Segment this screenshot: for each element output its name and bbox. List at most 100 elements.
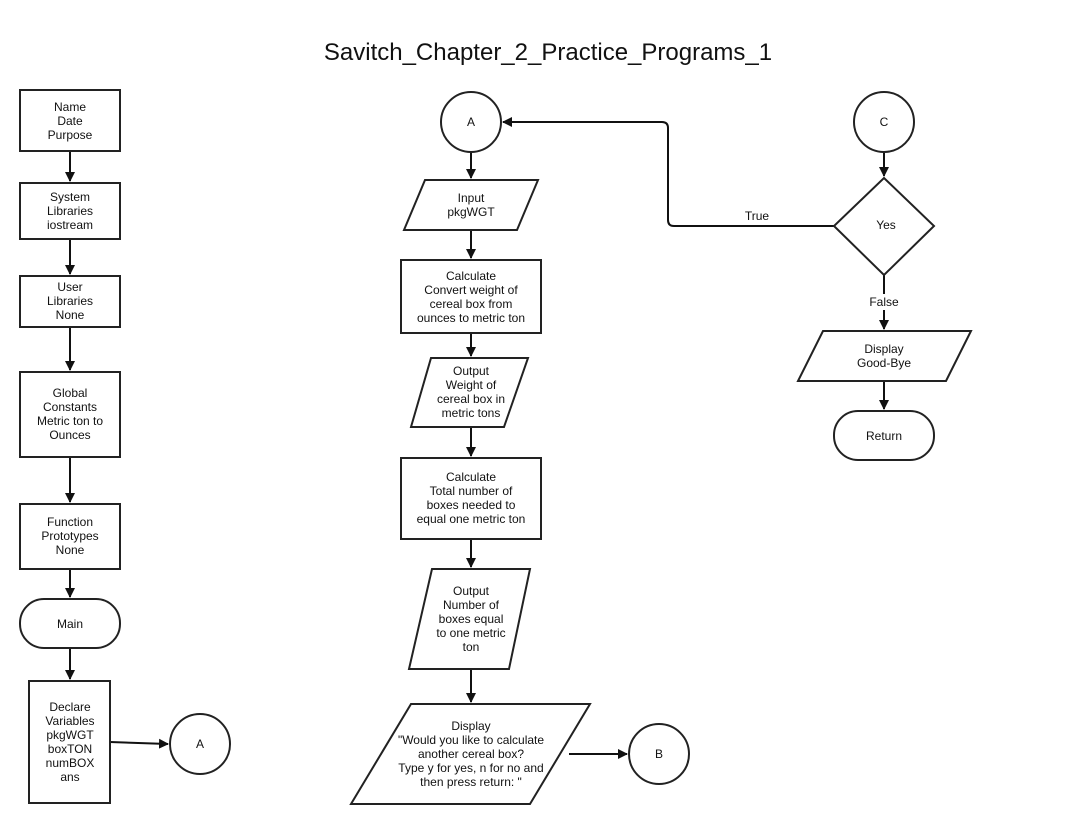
label-line: System: [50, 190, 90, 204]
label-line: Calculate: [446, 269, 496, 283]
label-line: Total number of: [430, 484, 513, 498]
label-line: ounces to metric ton: [417, 311, 525, 325]
label-line: boxTON: [48, 742, 92, 756]
edge-label-false: False: [869, 295, 899, 309]
label-line: to one metric: [436, 626, 505, 640]
label-line: Prototypes: [41, 529, 98, 543]
label-line: Date: [57, 114, 83, 128]
label-line: Input: [458, 191, 485, 205]
label-line: Ounces: [49, 428, 90, 442]
label-line: B: [655, 747, 663, 761]
label-line: A: [467, 115, 475, 129]
edge-decision-true-to-a: [502, 117, 834, 227]
label-line: then press return: ": [420, 775, 522, 789]
return-label: Return: [866, 429, 902, 443]
label-line: Weight of: [446, 378, 497, 392]
edge-declare-to-a: [109, 738, 169, 749]
label-line: pkgWGT: [447, 205, 495, 219]
connector-a-top-label: A: [467, 115, 475, 129]
edge-label-true: True: [745, 209, 770, 223]
label-line: Name: [54, 100, 86, 114]
label-line: Metric ton to: [37, 414, 103, 428]
label-line: C: [880, 115, 889, 129]
label-line: Display: [864, 342, 903, 356]
connector-a-left-label: A: [196, 737, 204, 751]
label-line: equal one metric ton: [417, 512, 526, 526]
label-line: ton: [463, 640, 480, 654]
connector-c: C: [853, 91, 915, 153]
label-line: Output: [453, 584, 490, 598]
connector-a-top: A: [440, 91, 502, 153]
edge-label-false-bg: [866, 294, 904, 310]
label-line: Function: [47, 515, 93, 529]
label-line: metric tons: [442, 406, 501, 420]
label-line: numBOX: [46, 756, 95, 770]
label-line: Calculate: [446, 470, 496, 484]
label-line: Return: [866, 429, 902, 443]
label-line: Convert weight of: [424, 283, 518, 297]
label-line: cereal box in: [437, 392, 505, 406]
label-line: None: [56, 308, 85, 322]
label-line: Constants: [43, 400, 97, 414]
label-line: None: [56, 543, 85, 557]
label-line: Yes: [876, 218, 896, 232]
label-line: cereal box from: [430, 297, 513, 311]
label-line: iostream: [47, 218, 93, 232]
main-terminator: Main: [19, 598, 121, 649]
label-line: Declare: [49, 700, 91, 714]
label-line: Display: [451, 719, 490, 733]
label-line: boxes equal: [439, 612, 504, 626]
decision-label: Yes: [876, 218, 896, 232]
label-line: Libraries: [47, 204, 93, 218]
label-line: pkgWGT: [46, 728, 94, 742]
main-label: Main: [57, 617, 83, 631]
connector-b-label: B: [655, 747, 663, 761]
label-line: Type y for yes, n for no and: [398, 761, 543, 775]
label-line: A: [196, 737, 204, 751]
label-line: Good-Bye: [857, 356, 911, 370]
return-terminator: Return: [833, 410, 935, 461]
connector-a-left: A: [169, 713, 231, 775]
label-line: User: [57, 280, 82, 294]
label-line: another cereal box?: [418, 747, 524, 761]
decision-diamond: Yes: [832, 176, 936, 277]
label-line: Purpose: [48, 128, 93, 142]
diagram-title: Savitch_Chapter_2_Practice_Programs_1: [324, 39, 772, 66]
label-line: boxes needed to: [427, 498, 516, 512]
connector-b: B: [628, 723, 690, 785]
label-line: Output: [453, 364, 490, 378]
label-line: Libraries: [47, 294, 93, 308]
label-line: "Would you like to calculate: [398, 733, 544, 747]
label-line: Global: [53, 386, 88, 400]
label-line: Variables: [45, 714, 94, 728]
label-line: Main: [57, 617, 83, 631]
connector-c-label: C: [880, 115, 889, 129]
label-line: ans: [60, 770, 79, 784]
